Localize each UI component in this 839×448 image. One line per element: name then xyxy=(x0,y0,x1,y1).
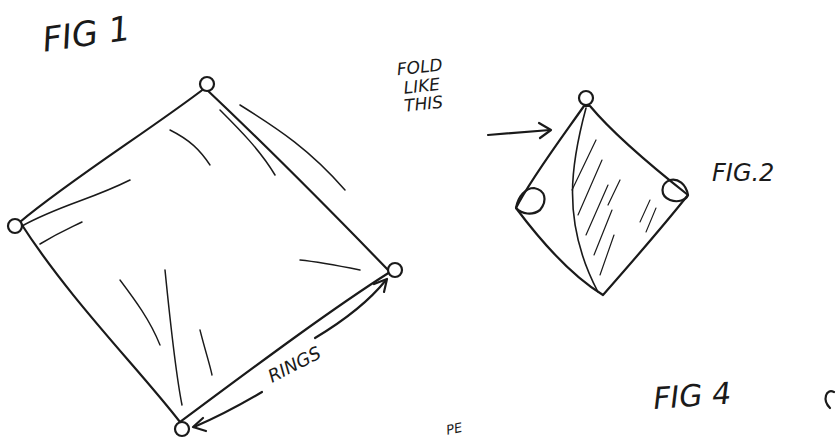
cloth-fold xyxy=(220,110,275,175)
folded-cloth-edge xyxy=(663,180,689,202)
instruction-note: FOLD LIKE THIS xyxy=(380,54,463,118)
leader-arrow xyxy=(315,280,386,338)
ring xyxy=(8,219,22,233)
folded-cloth xyxy=(516,106,688,295)
cloth-fold xyxy=(240,105,345,190)
folded-cloth-edge xyxy=(516,188,545,214)
cut-off-mark xyxy=(826,391,834,408)
folded-cloth-edge xyxy=(573,108,599,292)
cloth-fold xyxy=(170,130,210,165)
cloth-fold xyxy=(300,260,360,270)
arrowhead xyxy=(374,279,387,292)
figure-label: FIG.2 xyxy=(712,160,774,186)
arrowhead xyxy=(539,123,551,138)
shading xyxy=(640,200,656,232)
cloth-outline xyxy=(20,88,390,422)
cloth-fold xyxy=(22,180,130,226)
ring xyxy=(175,422,189,436)
leader-arrow xyxy=(194,392,262,427)
ring xyxy=(200,77,214,91)
shading xyxy=(572,140,620,275)
ring xyxy=(388,263,402,277)
cloth-fold xyxy=(120,280,160,345)
cloth-fold xyxy=(40,222,82,244)
partial-label: PE xyxy=(445,421,464,438)
leader-arrow xyxy=(488,130,550,135)
arrowhead xyxy=(193,418,206,431)
part-label: RINGS xyxy=(262,342,327,388)
figure-label: FIG 4 xyxy=(652,377,732,415)
ring xyxy=(579,91,593,105)
figure-label: FIG 1 xyxy=(40,10,133,59)
cloth-fold xyxy=(200,330,212,375)
cloth-fold xyxy=(165,270,182,405)
